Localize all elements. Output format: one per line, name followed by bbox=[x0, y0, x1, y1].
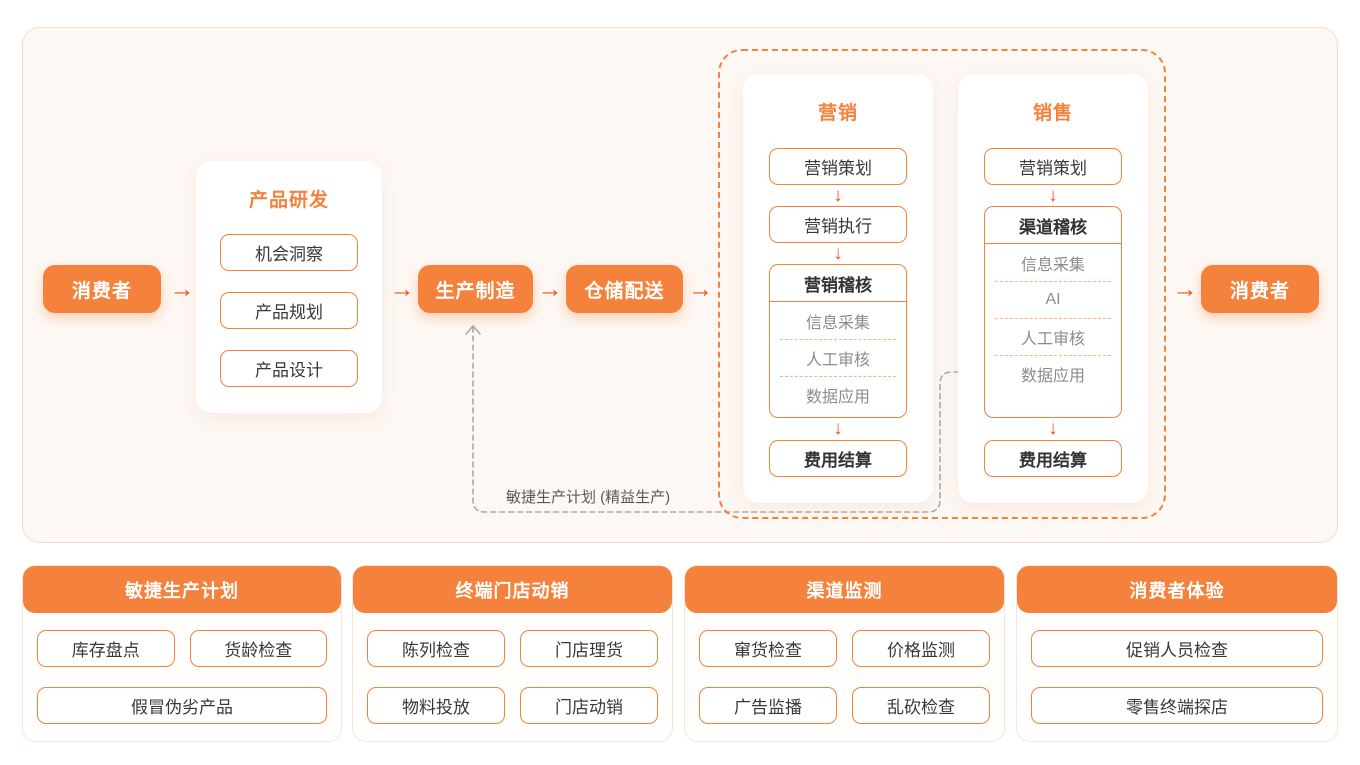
down-arrow-icon: ↓ bbox=[1048, 418, 1058, 439]
node-warehouse: 仓储配送 bbox=[566, 265, 683, 313]
down-arrow-icon: ↓ bbox=[833, 418, 843, 439]
node-production: 生产制造 bbox=[418, 265, 533, 313]
sales-audit-title: 渠道稽核 bbox=[985, 207, 1121, 244]
flow-arrow-icon: → bbox=[1172, 274, 1198, 303]
node-consumer-right: 消费者 bbox=[1201, 265, 1319, 313]
panel-title-rnd: 产品研发 bbox=[248, 190, 329, 211]
flow-container: 消费者 → 产品研发 机会洞察 产品规划 产品设计 → 生产制造 → 仓储配送 … bbox=[22, 27, 1338, 543]
card-item: 促销人员检查 bbox=[1031, 630, 1323, 667]
card-body: 陈列检查 门店理货 物料投放 门店动销 bbox=[353, 613, 672, 741]
rnd-item: 产品规划 bbox=[220, 292, 358, 329]
card-channel-monitoring: 渠道监测 窜货检查 价格监测 广告监播 乱砍检查 bbox=[684, 565, 1005, 742]
audit-item: 人工审核 bbox=[995, 318, 1111, 355]
card-body: 窜货检查 价格监测 广告监播 乱砍检查 bbox=[685, 613, 1004, 741]
feedback-label: 敏捷生产计划 (精益生产) bbox=[506, 489, 671, 506]
rnd-item: 产品设计 bbox=[220, 350, 358, 387]
card-item: 物料投放 bbox=[367, 687, 505, 724]
sales-audit-box: 渠道稽核 信息采集 AI 人工审核 数据应用 bbox=[984, 206, 1122, 418]
marketing-audit-box: 营销稽核 信息采集 人工审核 数据应用 bbox=[769, 264, 907, 418]
flow-arrow-icon: → bbox=[537, 274, 563, 303]
audit-item: 数据应用 bbox=[780, 376, 896, 413]
card-item: 假冒伪劣产品 bbox=[37, 687, 327, 724]
flow-arrow-icon: → bbox=[389, 274, 415, 303]
card-item: 陈列检查 bbox=[367, 630, 505, 667]
flow-arrow-icon: → bbox=[169, 274, 195, 303]
card-item: 窜货检查 bbox=[699, 630, 837, 667]
down-arrow-icon: ↓ bbox=[833, 185, 843, 206]
audit-item: 信息采集 bbox=[805, 314, 870, 332]
node-consumer-left: 消费者 bbox=[43, 265, 161, 313]
card-item: 门店理货 bbox=[520, 630, 658, 667]
card-agile-production: 敏捷生产计划 库存盘点 货龄检查 假冒伪劣产品 bbox=[22, 565, 342, 742]
marketing-step-execution: 营销执行 bbox=[769, 206, 907, 243]
marketing-sales-zone: 营销 营销策划 ↓ 营销执行 ↓ 营销稽核 信息采集 人工审核 数据应用 ↓ 费… bbox=[718, 49, 1166, 519]
column-marketing: 营销 营销策划 ↓ 营销执行 ↓ 营销稽核 信息采集 人工审核 数据应用 ↓ 费… bbox=[743, 74, 933, 503]
marketing-settlement: 费用结算 bbox=[769, 440, 907, 477]
card-item: 门店动销 bbox=[520, 687, 658, 724]
column-title-marketing: 营销 bbox=[817, 103, 858, 124]
card-title: 渠道监测 bbox=[685, 566, 1004, 613]
audit-item: AI bbox=[995, 281, 1111, 318]
card-item: 货龄检查 bbox=[189, 630, 327, 667]
card-title: 终端门店动销 bbox=[353, 566, 672, 613]
audit-item: 数据应用 bbox=[995, 355, 1111, 392]
flow-arrow-icon: → bbox=[688, 274, 713, 303]
card-store-sellthrough: 终端门店动销 陈列检查 门店理货 物料投放 门店动销 bbox=[352, 565, 673, 742]
feedback-arrowhead-icon bbox=[465, 324, 481, 335]
column-sales: 销售 营销策划 ↓ 渠道稽核 信息采集 AI 人工审核 数据应用 ↓ 费用结算 bbox=[958, 74, 1148, 503]
panel-product-rnd: 产品研发 机会洞察 产品规划 产品设计 bbox=[196, 161, 382, 413]
audit-item: 人工审核 bbox=[780, 339, 896, 376]
card-item: 零售终端探店 bbox=[1031, 687, 1323, 724]
card-item: 库存盘点 bbox=[37, 630, 175, 667]
down-arrow-icon: ↓ bbox=[833, 243, 843, 264]
card-consumer-experience: 消费者体验 促销人员检查 零售终端探店 bbox=[1016, 565, 1338, 742]
marketing-step-planning: 营销策划 bbox=[769, 148, 907, 185]
down-arrow-icon: ↓ bbox=[1048, 185, 1058, 206]
card-item: 乱砍检查 bbox=[852, 687, 990, 724]
sales-settlement: 费用结算 bbox=[984, 440, 1122, 477]
card-item: 价格监测 bbox=[852, 630, 990, 667]
audit-item: 信息采集 bbox=[1020, 256, 1085, 274]
card-body: 促销人员检查 零售终端探店 bbox=[1017, 613, 1337, 741]
card-item: 广告监播 bbox=[699, 687, 837, 724]
marketing-audit-title: 营销稽核 bbox=[770, 265, 906, 302]
card-title: 敏捷生产计划 bbox=[23, 566, 341, 613]
rnd-item: 机会洞察 bbox=[220, 234, 358, 271]
card-title: 消费者体验 bbox=[1017, 566, 1337, 613]
card-body: 库存盘点 货龄检查 假冒伪劣产品 bbox=[23, 613, 341, 741]
sales-step-planning: 营销策划 bbox=[984, 148, 1122, 185]
column-title-sales: 销售 bbox=[1032, 103, 1073, 124]
